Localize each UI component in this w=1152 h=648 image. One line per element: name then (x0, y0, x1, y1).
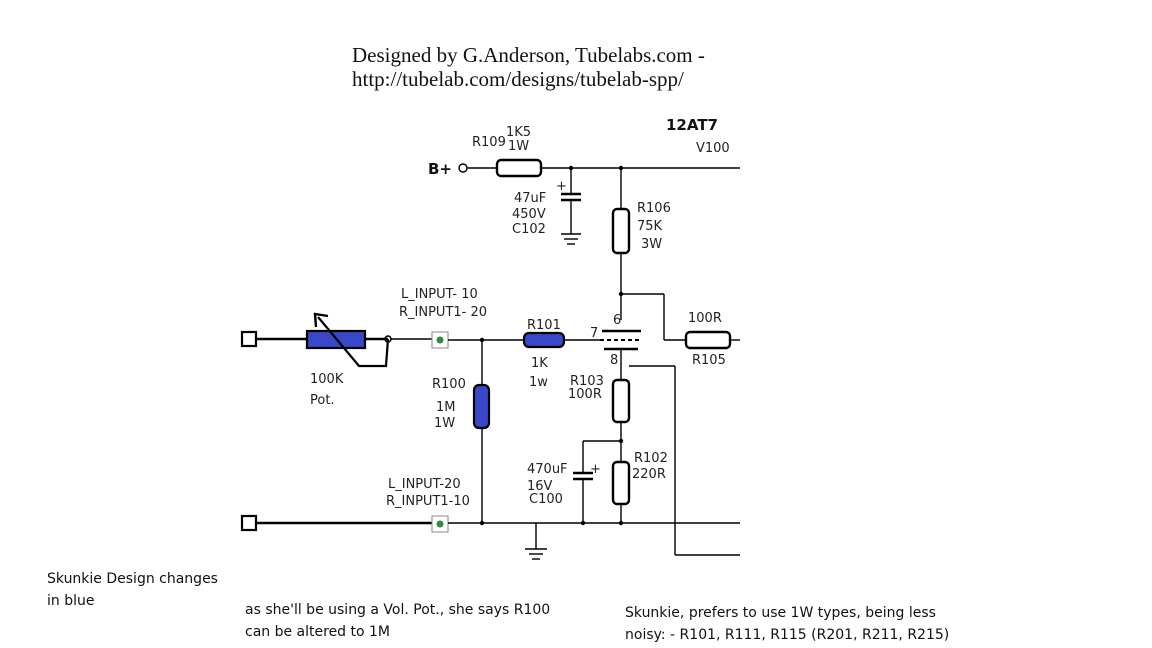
c100-voltage: 16V (527, 479, 553, 494)
r109-power: 1W (508, 139, 529, 154)
note-line: Skunkie, prefers to use 1W types, being … (625, 605, 936, 621)
header-url: http://tubelab.com/designs/tubelab-spp/ (352, 67, 684, 91)
r105-value: 100R (688, 311, 722, 326)
pin-grid: 7 (590, 326, 598, 341)
r101-value: 1K (531, 356, 548, 371)
c100-ref: C100 (529, 492, 563, 507)
pot-wiper (317, 316, 390, 368)
r100-value: 1M (436, 400, 456, 415)
r101-ref: R101 (527, 318, 561, 333)
resistor-r101 (522, 331, 566, 349)
r105-ref: R105 (692, 353, 726, 368)
note-vol-pot: as she'll be using a Vol. Pot., she says… (245, 599, 550, 643)
input-terminal-signal (240, 330, 258, 348)
note-line: noisy: - R101, R111, R115 (R201, R211, R… (625, 627, 950, 643)
note-line: in blue (47, 593, 95, 609)
junction-dot (580, 520, 586, 526)
resistor-r103 (611, 378, 631, 424)
pin-plate: 6 (613, 313, 621, 328)
input-pad-bottom-dot (436, 520, 444, 528)
r106-value: 75K (637, 219, 663, 234)
note-line: can be altered to 1M (245, 624, 391, 640)
note-line: Skunkie Design changes (47, 571, 218, 587)
input-top-line1: L_INPUT- 10 (401, 287, 478, 302)
junction-dot (618, 520, 624, 526)
c102-voltage: 450V (512, 207, 546, 222)
r103-value: 100R (568, 387, 602, 402)
tube-ref-label: V100 (696, 141, 730, 156)
note-1w-types: Skunkie, prefers to use 1W types, being … (625, 602, 949, 646)
c102-value: 47uF (514, 191, 546, 206)
r109-ref: R109 (472, 135, 506, 150)
pot-value: 100K (310, 372, 344, 387)
input-bottom-line2: R_INPUT1-10 (386, 494, 470, 509)
input-bottom-line1: L_INPUT-20 (388, 477, 461, 492)
resistor-r106 (611, 207, 631, 255)
r103-ref: R103 (570, 374, 604, 389)
pot-wiper-arrow (313, 312, 329, 328)
c102-polarity: + (556, 179, 567, 194)
r106-power: 3W (641, 237, 662, 252)
input-top-line2: R_INPUT1- 20 (399, 305, 487, 320)
r101-power: 1w (529, 375, 548, 390)
pin-cathode: 8 (610, 353, 618, 368)
r100-power: 1W (434, 416, 455, 431)
r102-ref: R102 (634, 451, 668, 466)
header-credit: Designed by G.Anderson, Tubelabs.com - (352, 43, 705, 67)
r109-value: 1K5 (506, 125, 531, 140)
r102-value: 220R (632, 467, 666, 482)
resistor-r105 (684, 330, 732, 350)
c100-polarity: + (590, 462, 601, 477)
input-pad-top-dot (436, 336, 444, 344)
pot-label: Pot. (310, 393, 335, 408)
junction-dot (479, 520, 485, 526)
c102-ref: C102 (512, 222, 546, 237)
input-terminal-ground (240, 514, 258, 532)
note-design-changes: Skunkie Design changes in blue (47, 568, 218, 612)
bplus-label: B+ (428, 160, 452, 178)
r100-ref: R100 (432, 377, 466, 392)
tube-type-label: 12AT7 (666, 116, 718, 134)
resistor-r100 (472, 383, 491, 430)
c100-value: 470uF (527, 462, 568, 477)
note-line: as she'll be using a Vol. Pot., she says… (245, 602, 551, 618)
bplus-terminal (458, 163, 468, 173)
resistor-r109 (495, 158, 543, 178)
resistor-r102 (611, 460, 631, 506)
r106-ref: R106 (637, 201, 671, 216)
